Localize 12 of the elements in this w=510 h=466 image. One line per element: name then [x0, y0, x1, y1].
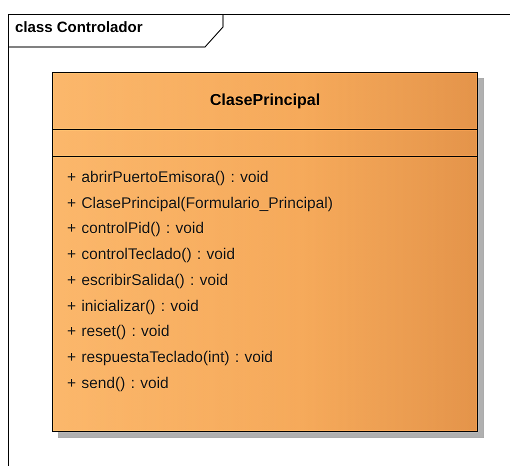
operation: + inicializar() : void: [67, 296, 200, 317]
operation: + reset() : void: [67, 322, 170, 342]
operation: + send() : void: [67, 374, 170, 394]
frame-title: class Controlador: [15, 19, 143, 36]
operation: + ClasePrincipal(Formulario_Principal): [67, 194, 334, 214]
class-name: ClasePrincipal: [210, 92, 320, 110]
operation: + respuestaTeclado(int) : void: [67, 348, 274, 368]
package-frame: [8, 14, 510, 466]
operation: + controlPid() : void: [67, 219, 205, 240]
operation: + escribirSalida() : void: [67, 270, 230, 291]
operation: + controlTeclado() : void: [67, 245, 236, 266]
operation: + abrirPuertoEmisora() : void: [67, 168, 270, 188]
